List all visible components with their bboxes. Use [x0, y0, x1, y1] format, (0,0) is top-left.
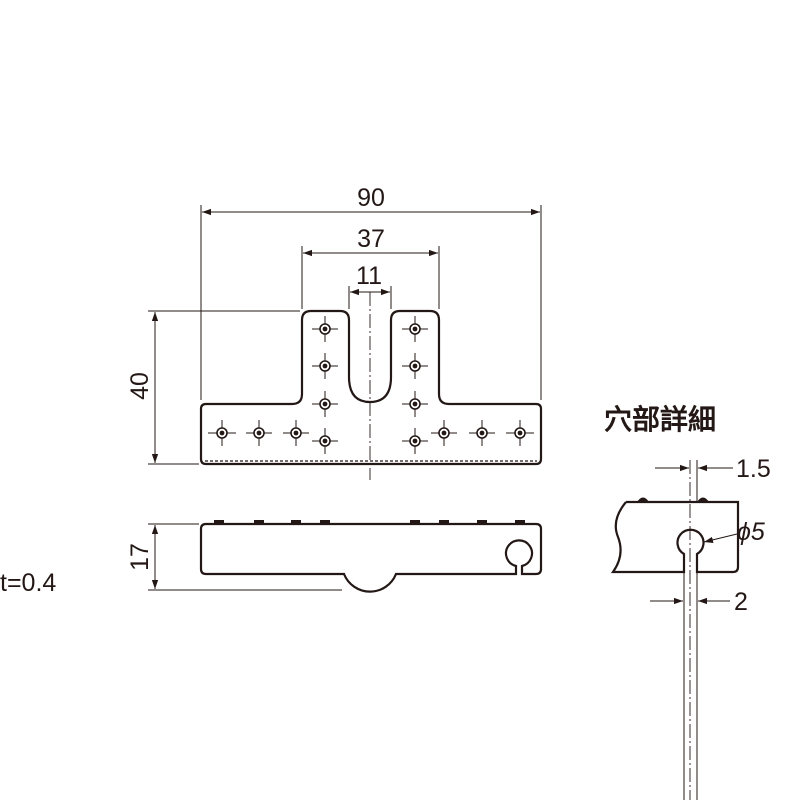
dimension-label-diameter: ϕ5 — [737, 518, 765, 546]
hole — [402, 316, 428, 342]
hole — [402, 428, 428, 454]
hole — [208, 420, 236, 446]
detail-bumps — [637, 497, 709, 502]
dimension-label-40: 40 — [126, 372, 154, 400]
dimension-label-17: 17 — [126, 543, 154, 571]
hole — [402, 391, 428, 417]
detail-outline — [610, 500, 740, 574]
dimension-height-front: 17 — [126, 523, 342, 591]
hole — [469, 420, 495, 446]
dimension-label-offset: 1.5 — [736, 455, 771, 483]
thickness-label: t=0.4 — [0, 569, 56, 597]
front-view-bumps — [214, 520, 525, 524]
dimension-slot-width: 11 — [348, 262, 392, 309]
dimension-offset: 1.5 — [655, 455, 771, 483]
dimension-gap: 2 — [650, 572, 748, 800]
dimension-label-11: 11 — [356, 262, 382, 290]
top-view-outline — [199, 309, 543, 466]
hole-pattern — [208, 316, 534, 454]
hole-detail: 穴部詳細 1.5 ϕ5 2 — [604, 403, 771, 800]
detail-title: 穴部詳細 — [604, 403, 716, 436]
hole — [246, 420, 272, 446]
hole — [312, 316, 338, 342]
dimension-label-90: 90 — [357, 184, 385, 212]
hole — [402, 353, 428, 379]
dimension-width-overall: 90 — [200, 184, 542, 400]
dimension-width-tab: 37 — [301, 225, 440, 309]
front-view: 17 t=0.4 — [0, 520, 543, 597]
hole — [312, 391, 338, 417]
front-view-outline — [199, 522, 543, 593]
top-view: 90 37 11 40 — [126, 184, 543, 480]
dimension-diameter: ϕ5 — [703, 518, 765, 546]
dimension-height-top: 40 — [126, 310, 300, 465]
dimension-label-gap: 2 — [734, 588, 748, 616]
hole — [283, 420, 309, 446]
dimension-label-37: 37 — [357, 225, 385, 253]
hole — [431, 420, 457, 446]
hole — [312, 353, 338, 379]
hole — [506, 420, 534, 446]
hole — [312, 428, 338, 454]
